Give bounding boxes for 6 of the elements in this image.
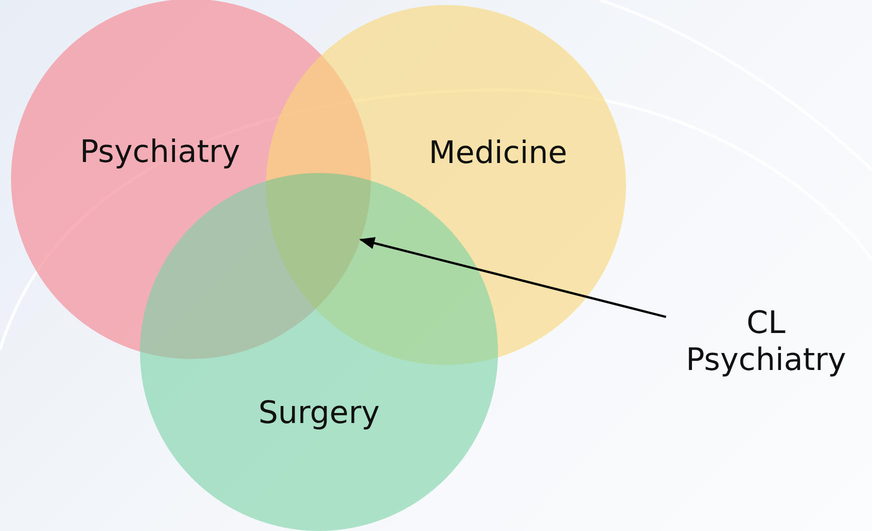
callout-text: CL Psychiatry — [684, 305, 848, 380]
circle-label: Medicine — [428, 135, 568, 171]
overlap-region — [266, 173, 371, 309]
circle-label: Psychiatry — [80, 134, 240, 170]
circle-label: Surgery — [258, 395, 380, 431]
leader-arrow — [359, 237, 666, 318]
